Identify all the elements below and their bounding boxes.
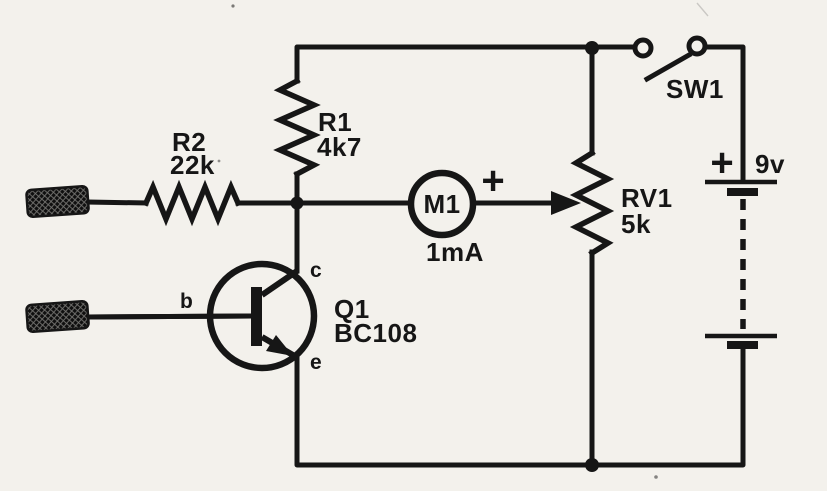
battery-voltage-label: 9v	[755, 149, 785, 179]
terminal-input-1	[25, 185, 90, 219]
m1-plus-sign: +	[481, 159, 504, 203]
transistor-base-lead	[87, 313, 252, 320]
battery-plus-sign: +	[710, 141, 733, 185]
q1-ref-label: Q1	[334, 294, 370, 324]
resistor-r2	[142, 179, 242, 227]
switch-lever	[643, 51, 693, 83]
wires	[85, 44, 746, 468]
q1-pin-e-label: e	[310, 351, 322, 374]
battery-9v	[705, 179, 777, 349]
terminal-block	[25, 300, 90, 334]
r2-ref-label: R2	[172, 127, 206, 157]
q1-value-label: BC108	[334, 318, 417, 348]
wire-input1-lead	[85, 199, 149, 206]
meter-body	[407, 169, 477, 239]
r1-value-label: 4k7	[317, 132, 362, 162]
terminal-input-2	[25, 300, 90, 334]
sw1-ref-label: SW1	[666, 74, 724, 104]
terminal-block	[25, 185, 90, 219]
switch-contact-right	[686, 35, 708, 57]
switch-sw1	[632, 35, 708, 83]
transistor-q1	[87, 260, 318, 372]
junction-top-rail	[585, 41, 599, 55]
speck-dot	[217, 159, 221, 163]
meter-m1: M1	[407, 169, 477, 239]
speck-dot	[231, 4, 235, 8]
speck-scratch	[696, 2, 709, 17]
r2-value-label: 22k	[170, 150, 215, 180]
transistor-emitter-arrowhead	[266, 335, 293, 356]
junction-bottom-rail	[585, 458, 599, 472]
junction-r1-r2	[290, 196, 304, 210]
transistor-collector-lead	[260, 268, 299, 298]
wiper-arrowhead	[551, 191, 581, 215]
transistor-base-bar	[251, 287, 262, 346]
speck-dot	[654, 475, 658, 479]
r1-ref-label: R1	[318, 107, 352, 137]
rv1-ref-label: RV1	[621, 183, 673, 213]
potentiometer-rv1	[569, 149, 615, 257]
switch-contact-left	[632, 37, 654, 59]
m1-value-label: 1mA	[426, 237, 484, 267]
labels: R2 22k R1 4k7 1mA + RV1 5k SW1 + 9v Q1 B…	[170, 74, 785, 374]
resistor-r1	[273, 77, 321, 178]
q1-pin-b-label: b	[180, 290, 193, 313]
q1-pin-c-label: c	[310, 259, 322, 282]
junction-dots	[290, 41, 599, 472]
wire-bottom-rail	[294, 345, 746, 468]
rv1-value-label: 5k	[621, 209, 651, 239]
wire-switch-to-battery	[702, 44, 746, 183]
scan-specks	[217, 2, 709, 479]
meter-ref-label: M1	[423, 189, 460, 219]
wire-top-rail	[294, 44, 638, 84]
